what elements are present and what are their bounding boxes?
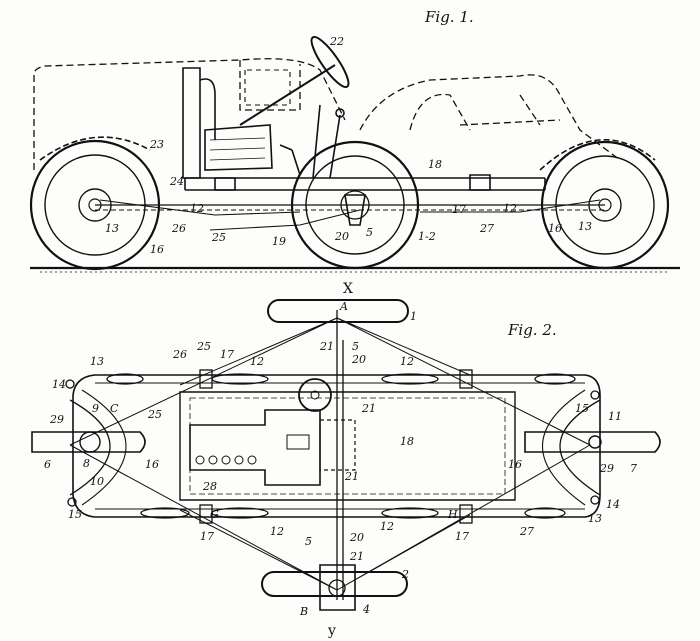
radiator: [182, 67, 201, 179]
fig2-label-30: 7: [630, 462, 637, 475]
fig2-label-43: B: [299, 605, 308, 618]
fig1-label-1: 23: [149, 138, 164, 151]
fig2-label-21: 18: [400, 435, 414, 448]
fig1-label-13: 27: [479, 222, 494, 235]
steering-wheel-plan: [298, 378, 332, 412]
fig1-label-11: 17: [452, 203, 466, 216]
fig2-label-24: 16: [145, 458, 159, 471]
fig2-label-41: 5: [305, 535, 312, 548]
left-axle: [31, 431, 146, 453]
fig2-label-34: 16: [508, 458, 522, 471]
axis-mark-x: X: [343, 281, 353, 297]
fig2-label-13: C: [110, 402, 119, 415]
fig2-label-20: 28: [202, 480, 217, 493]
bottom-wheel-plan: [261, 571, 408, 597]
fig2-label-22: 21: [361, 402, 376, 415]
fig1-label-6: 19: [272, 235, 286, 248]
fig2-title: Fig. 2.: [507, 321, 557, 339]
fig1-label-17: 13: [105, 222, 119, 235]
fig1-label-14: 16: [548, 222, 562, 235]
fig2-label-29: 11: [608, 410, 622, 423]
fig1-title: Fig. 1.: [424, 8, 474, 26]
engine-plan: [189, 409, 321, 486]
fig2-label-10: 13: [90, 355, 104, 368]
fig1-label-15: 13: [578, 220, 592, 233]
fig2-label-3: 5: [352, 340, 359, 353]
chassis-frame: [184, 177, 546, 191]
fig2-label-15: 6: [44, 458, 51, 471]
body-outline: [33, 58, 621, 170]
center-axle: [336, 310, 344, 600]
fig1-label-7: 20: [334, 230, 349, 243]
engine-block: [204, 124, 273, 171]
fig1-label-12: 12: [503, 202, 517, 215]
fig2-label-23: 21: [344, 470, 359, 483]
fig1-label-4: 26: [171, 222, 186, 235]
fig2-label-35: 12: [380, 520, 394, 533]
fig2-label-5: 12: [250, 355, 264, 368]
fig2-label-14: 29: [49, 413, 64, 426]
fig2-label-19: 25: [147, 408, 162, 421]
fig2-label-4: 20: [351, 353, 366, 366]
fig2-label-25: 12: [270, 525, 284, 538]
fig1-label-9: 1-2: [418, 230, 436, 243]
axis-mark-y: y: [327, 623, 336, 639]
fig2-label-40: 21: [349, 550, 364, 563]
fig2-label-17: 10: [90, 475, 104, 488]
fig1-label-16: 16: [150, 243, 164, 256]
fig2-label-44: 4: [362, 603, 370, 616]
fig2-label-31: 29: [599, 462, 614, 475]
fig1-label-3: 12: [190, 202, 204, 215]
fig2-label-32: 14: [606, 498, 620, 511]
fig2-label-26: G: [210, 508, 219, 521]
fig1-label-10: 18: [428, 158, 442, 171]
fig1-label-2: 24: [169, 175, 184, 188]
fig2-label-18: 15: [68, 508, 82, 521]
plan-frame: [72, 374, 601, 518]
right-axle: [524, 431, 661, 453]
fig1-label-0: 22: [329, 35, 344, 48]
fig1-label-8: 5: [366, 226, 373, 239]
plan-body-rect: [179, 391, 516, 501]
steering-wheel: [310, 36, 350, 88]
fig2-label-0: A: [339, 300, 348, 313]
fig2-label-8: 25: [196, 340, 211, 353]
fig2-label-7: 26: [172, 348, 187, 361]
fig2-plan-view: X y Fig. 2.: [31, 281, 661, 639]
fig2-label-37: H: [447, 508, 458, 521]
fig2-label-12: 9: [92, 402, 99, 415]
fig2-label-6: 12: [400, 355, 414, 368]
fig2-label-9: 17: [220, 348, 234, 361]
fig2-label-39: 20: [349, 531, 364, 544]
top-wheel-plan: [267, 299, 409, 323]
steering-column: [239, 64, 336, 126]
fig2-label-28: 15: [575, 402, 589, 415]
fig1-side-view: Fig. 1.: [29, 8, 680, 273]
fig2-label-33: 13: [588, 512, 602, 525]
fig2-label-36: 17: [455, 530, 469, 543]
fig2-label-16: 8: [83, 457, 90, 470]
fig1-label-5: 25: [211, 231, 226, 244]
fig2-label-11: 14: [52, 378, 66, 391]
fig2-label-27: 17: [200, 530, 214, 543]
fig2-label-38: 27: [519, 525, 534, 538]
fig2-label-2: 21: [319, 340, 334, 353]
fig2-label-42: 2: [401, 568, 409, 581]
fig2-label-1: 1: [410, 310, 417, 323]
